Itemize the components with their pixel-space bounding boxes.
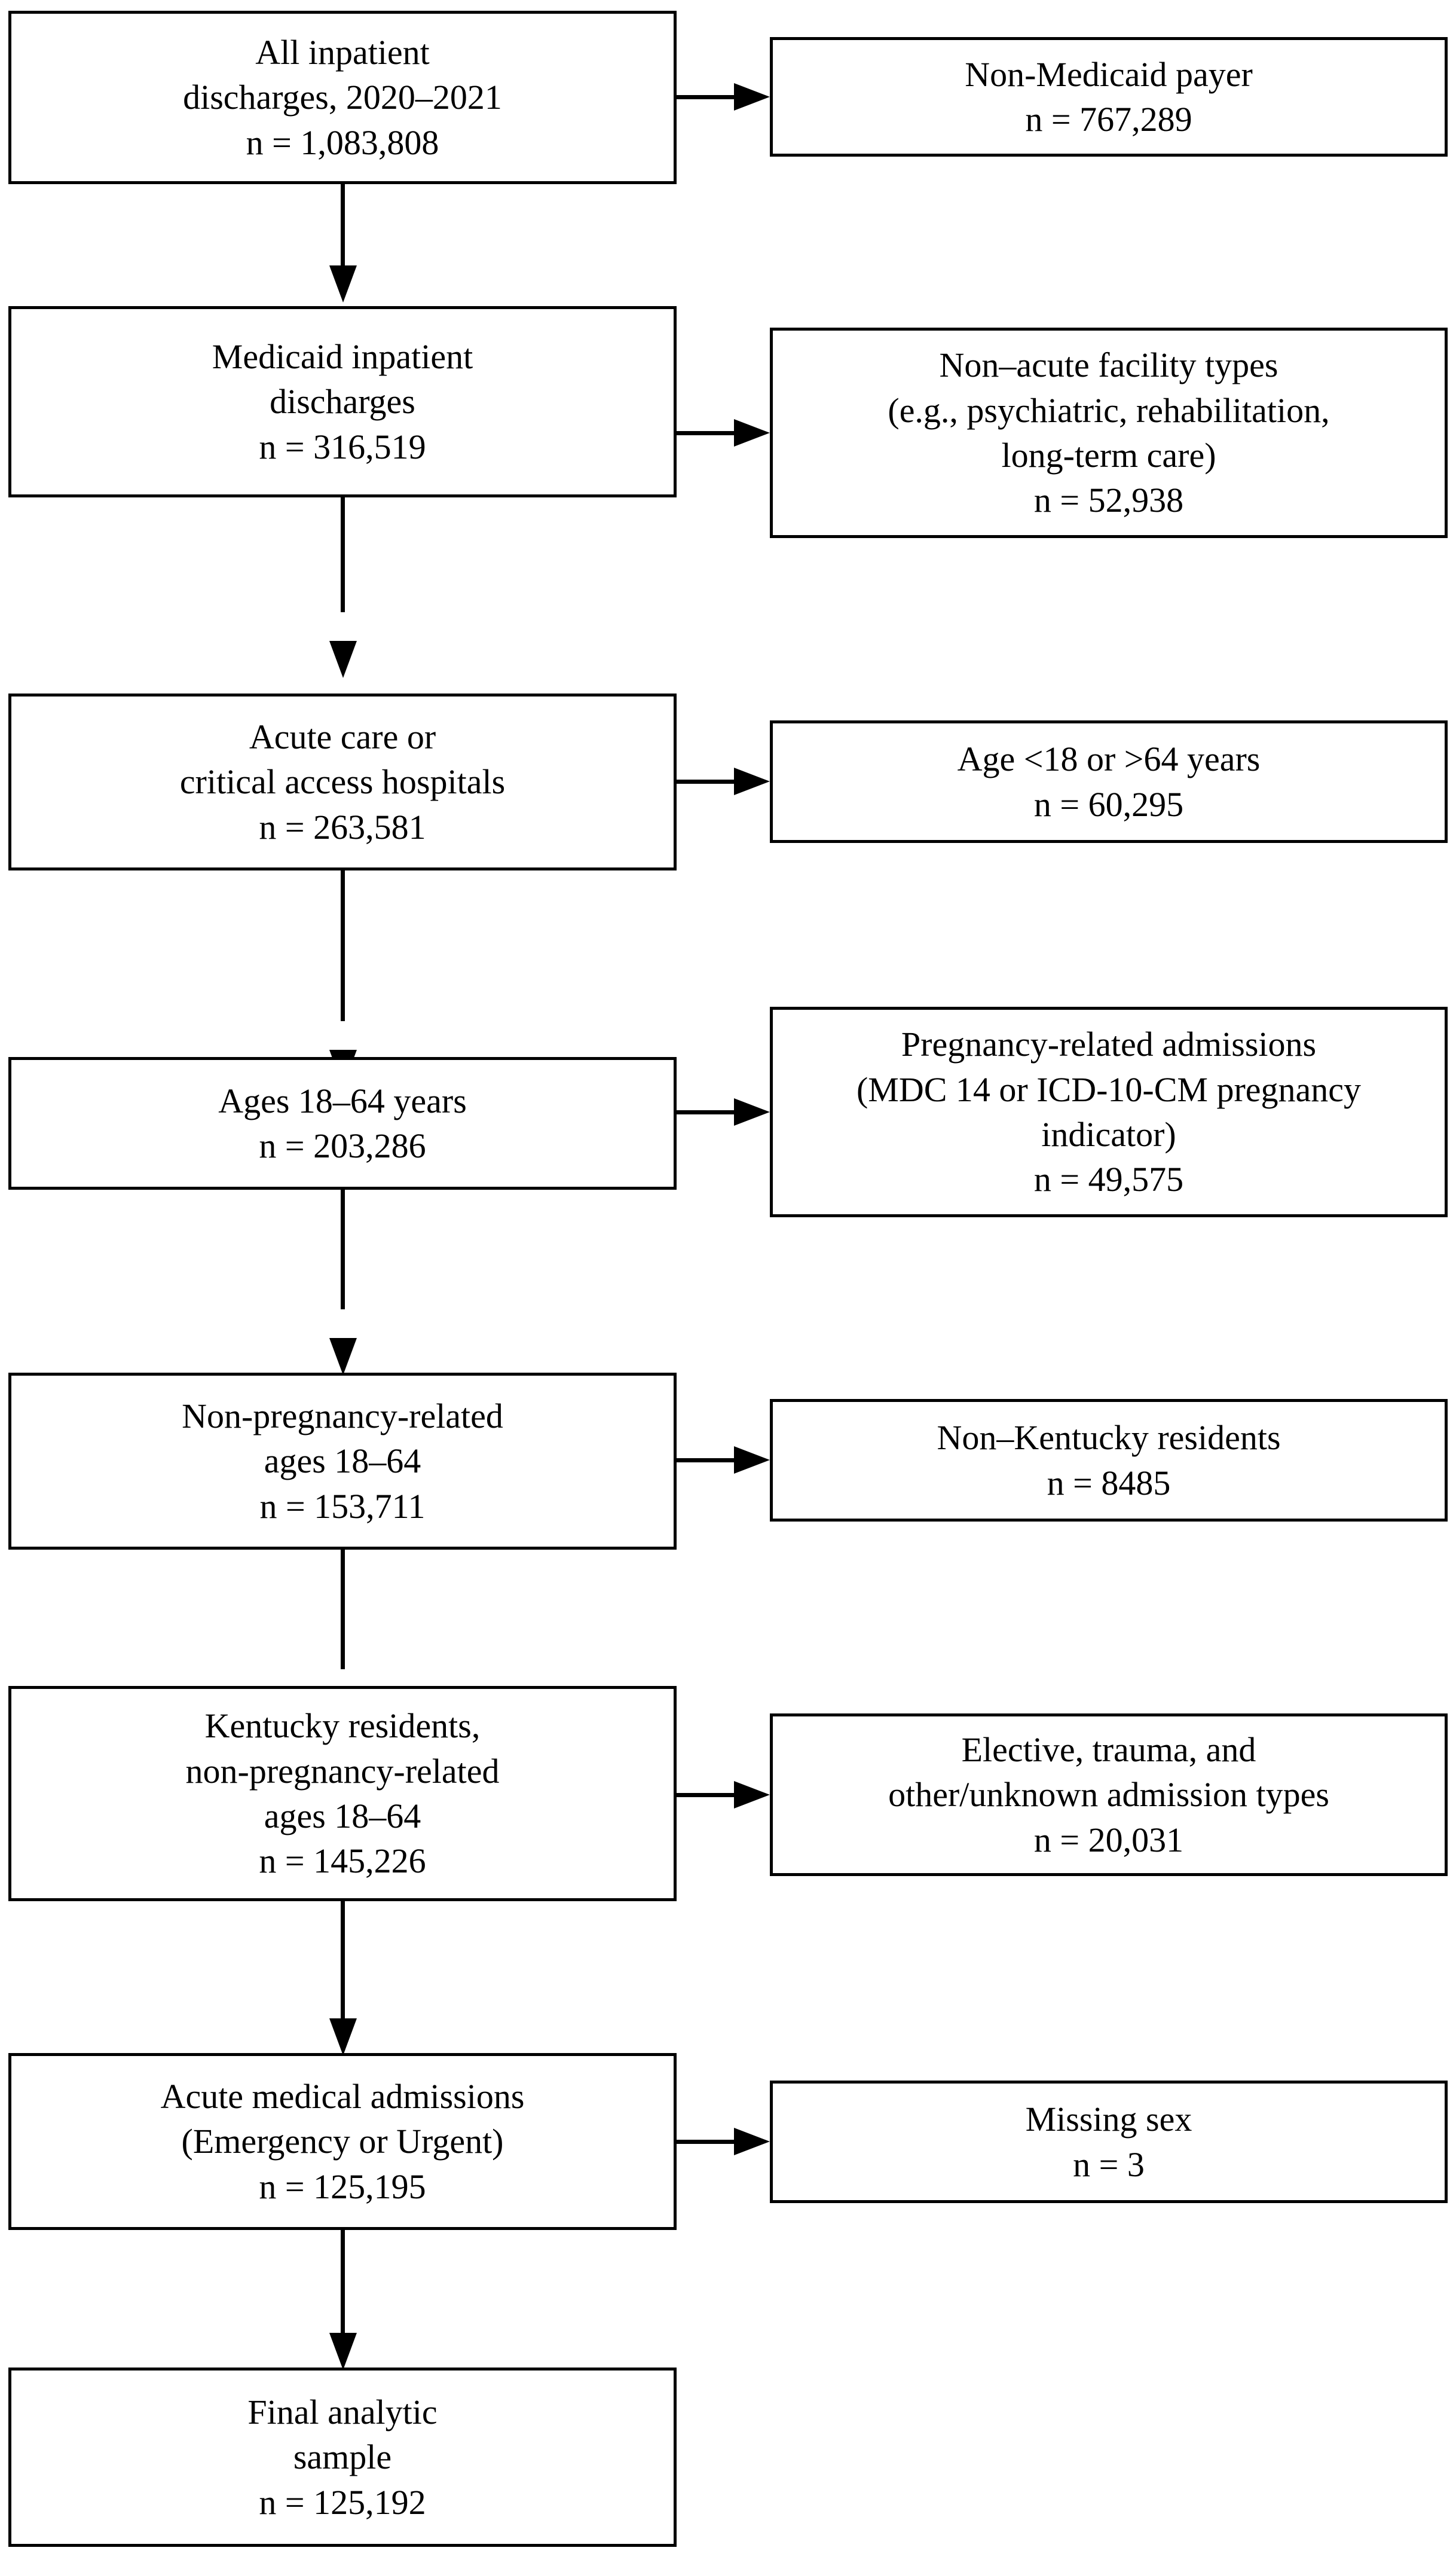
arrowhead-down-7 [329,2333,357,2370]
node-line: Pregnancy-related admissions [901,1025,1317,1064]
flow-node-pregnancy-related: Pregnancy-related admissions (MDC 14 or … [770,1007,1448,1217]
node-line: Medicaid inpatient [212,337,473,376]
node-line: Kentucky residents, [204,1706,481,1746]
connector-v-3 [341,870,345,1021]
connector-v-7 [341,2230,345,2333]
node-line: ages 18–64 [264,1441,421,1481]
node-line: indicator) [1041,1115,1176,1154]
arrowhead-down-6 [329,2018,357,2055]
node-count: n = 125,192 [259,2482,426,2522]
node-line: Acute medical admissions [160,2076,525,2116]
node-line: Age <18 or >64 years [957,740,1261,779]
node-line: (e.g., psychiatric, rehabilitation, [888,390,1330,430]
node-line: Missing sex [1025,2100,1192,2139]
node-line: discharges, 2020–2021 [183,78,502,117]
flow-node-non-medicaid-payer: Non-Medicaid payer n = 767,289 [770,37,1448,157]
flow-node-non-pregnancy: Non-pregnancy-related ages 18–64 n = 153… [8,1373,677,1550]
node-line: non-pregnancy-related [185,1751,500,1791]
arrowhead-right-4 [734,1098,770,1126]
arrowhead-right-2 [734,419,770,447]
node-line: long-term care) [1001,436,1216,475]
node-count: n = 145,226 [259,1841,426,1881]
node-line: Non–Kentucky residents [937,1418,1281,1458]
node-count: n = 60,295 [1033,784,1184,824]
node-count: n = 203,286 [259,1126,426,1165]
connector-v-1 [341,184,345,268]
node-line: Elective, trauma, and [961,1730,1256,1769]
connector-v-6 [341,1901,345,2037]
flow-node-acute-hospitals: Acute care or critical access hospitals … [8,694,677,870]
node-count: n = 52,938 [1033,481,1184,520]
node-count: n = 316,519 [259,427,426,466]
flow-node-age-out-of-range: Age <18 or >64 years n = 60,295 [770,720,1448,843]
node-line: critical access hospitals [179,762,506,802]
connector-v-2 [341,497,345,612]
node-line: discharges [270,382,415,421]
node-line: Final analytic [247,2392,438,2431]
arrowhead-down-2 [329,641,357,678]
flow-node-non-kentucky: Non–Kentucky residents n = 8485 [770,1399,1448,1522]
node-line: Non-Medicaid payer [965,54,1253,94]
node-count: n = 8485 [1047,1463,1171,1502]
connector-h-5 [677,1458,735,1462]
arrowhead-down-4 [329,1338,357,1375]
flow-node-kentucky-residents: Kentucky residents, non-pregnancy-relate… [8,1686,677,1901]
node-line: Ages 18–64 years [218,1081,467,1120]
node-line: Non–acute facility types [939,346,1278,385]
node-count: n = 20,031 [1033,1820,1184,1859]
flow-node-acute-medical: Acute medical admissions (Emergency or U… [8,2053,677,2230]
connector-h-7 [677,2140,735,2144]
connector-h-6 [677,1793,735,1797]
flow-node-non-acute-facility: Non–acute facility types (e.g., psychiat… [770,328,1448,538]
connector-h-2 [677,431,735,435]
connector-h-3 [677,780,735,784]
node-line: Non-pregnancy-related [182,1396,503,1435]
flow-node-all-discharges: All inpatient discharges, 2020–2021 n = … [8,11,677,184]
node-line: (MDC 14 or ICD-10-CM pregnancy [856,1070,1362,1109]
flow-node-final-sample: Final analytic sample n = 125,192 [8,2368,677,2547]
node-count: n = 1,083,808 [246,123,439,162]
node-line: other/unknown admission types [888,1775,1329,1814]
node-line: Acute care or [249,717,436,756]
node-line: (Emergency or Urgent) [181,2122,504,2161]
arrowhead-right-6 [734,1781,770,1809]
connector-v-5 [341,1550,345,1669]
node-count: n = 3 [1073,2145,1145,2184]
arrowhead-right-5 [734,1446,770,1474]
node-line: ages 18–64 [264,1797,421,1835]
flow-node-medicaid-discharges: Medicaid inpatient discharges n = 316,51… [8,306,677,497]
node-count: n = 125,195 [259,2167,426,2206]
node-count: n = 263,581 [259,807,426,847]
node-count: n = 49,575 [1033,1160,1184,1199]
connector-h-4 [677,1110,735,1114]
flow-node-missing-sex: Missing sex n = 3 [770,2081,1448,2203]
arrowhead-down-1 [329,265,357,303]
node-line: All inpatient [255,32,430,72]
flow-node-elective-trauma: Elective, trauma, and other/unknown admi… [770,1713,1448,1876]
arrowhead-right-7 [734,2128,770,2155]
flow-node-ages-18-64: Ages 18–64 years n = 203,286 [8,1057,677,1190]
node-count: n = 767,289 [1025,100,1192,139]
node-count: n = 153,711 [259,1486,426,1526]
node-line: sample [293,2437,392,2477]
connector-h-1 [677,95,735,99]
arrowhead-right-1 [734,83,770,111]
connector-v-4 [341,1190,345,1309]
arrowhead-right-3 [734,768,770,795]
